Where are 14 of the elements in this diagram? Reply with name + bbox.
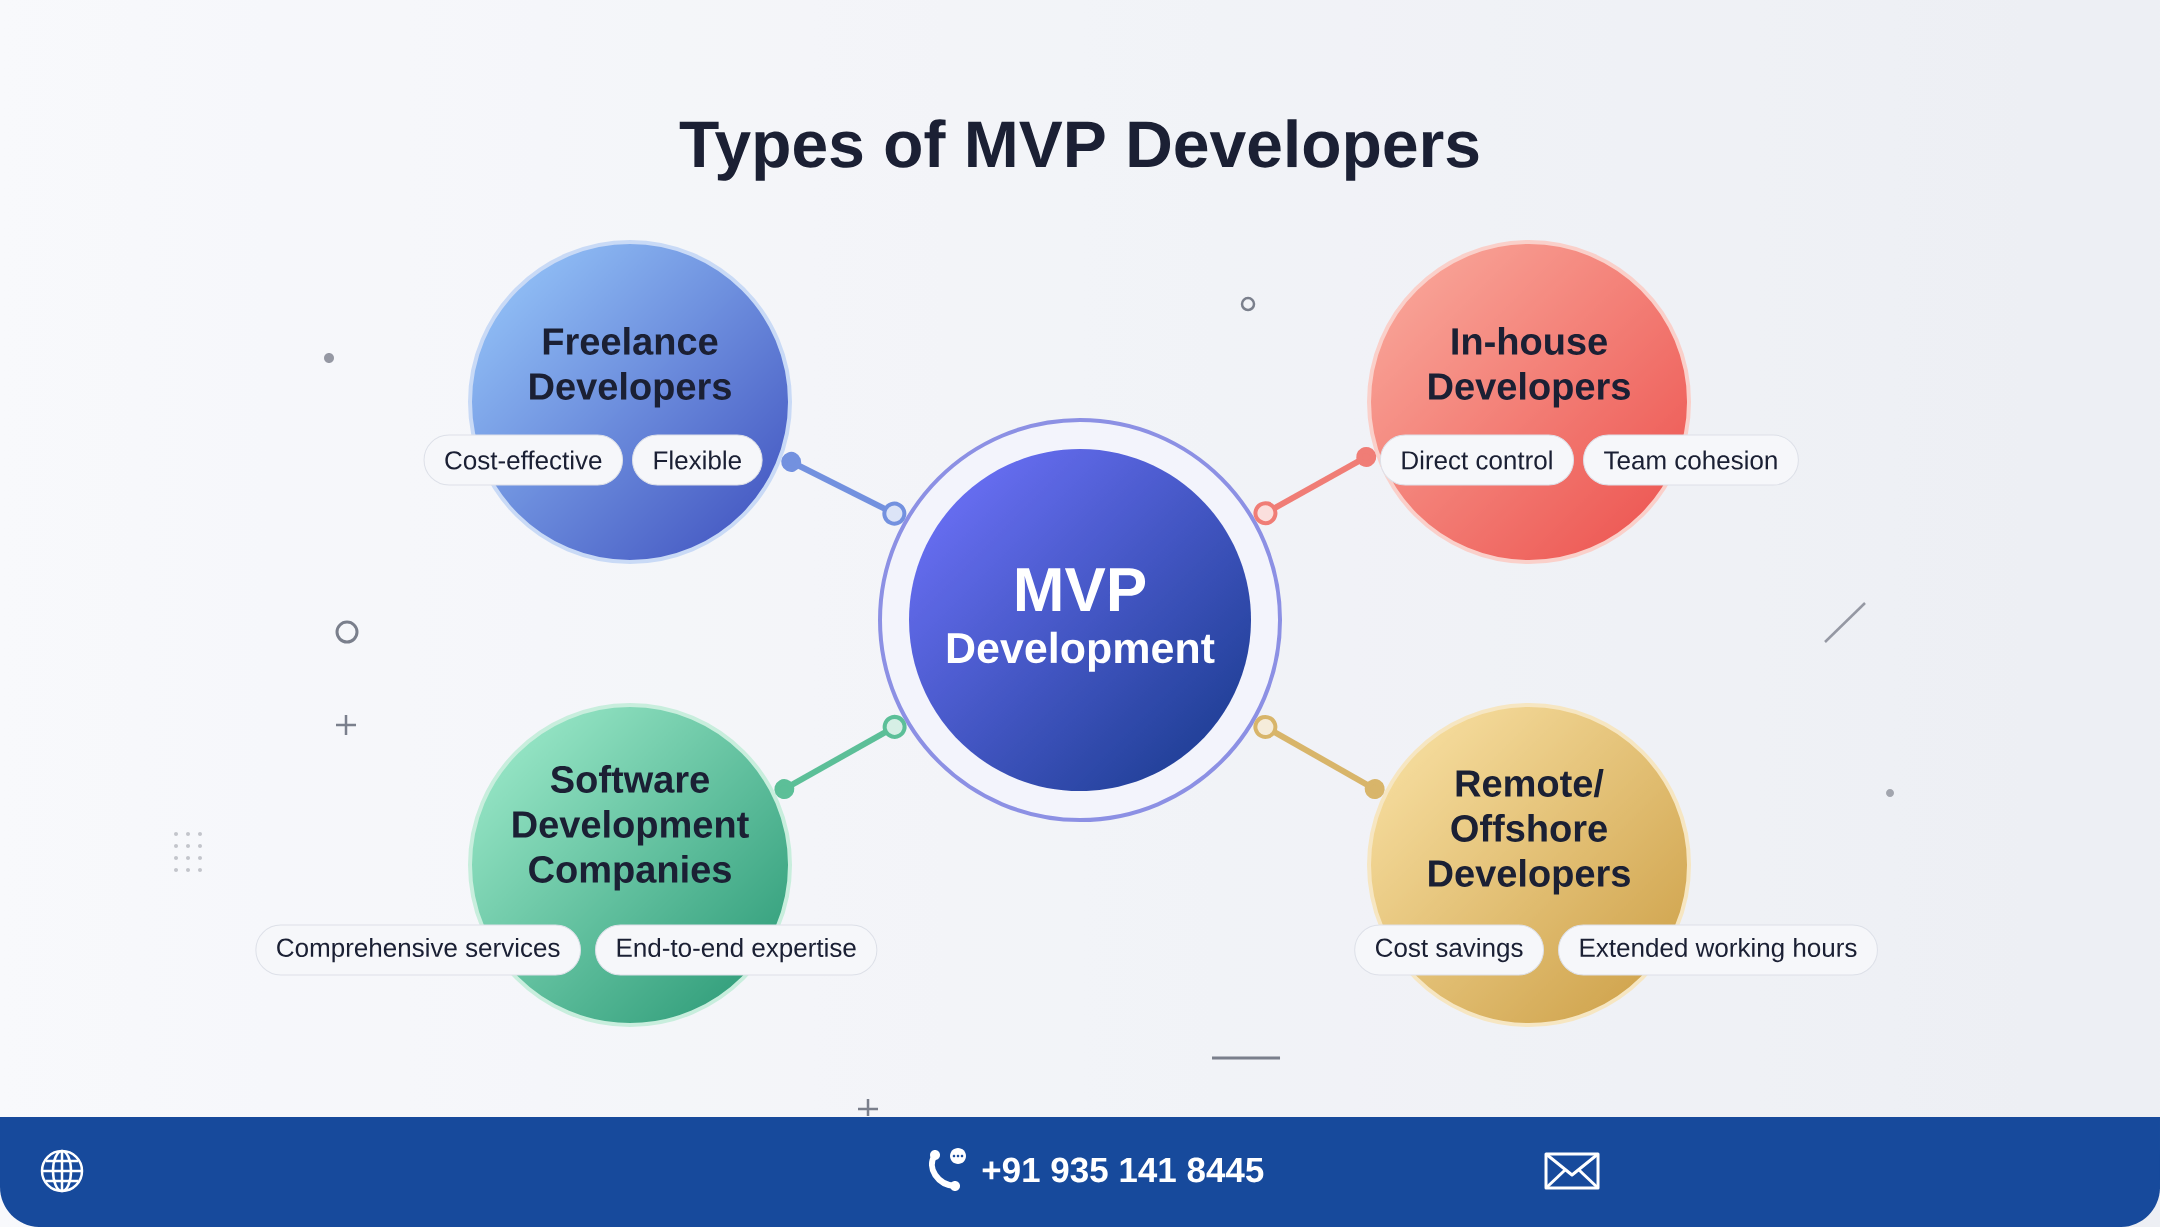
pill-tag: Direct control [1379, 434, 1574, 486]
connector [774, 714, 907, 800]
pill-tag: Team cohesion [1583, 434, 1799, 486]
pill-tag: Cost savings [1354, 924, 1544, 976]
pill-tag: Cost-effective [423, 434, 623, 486]
title: Types of MVP Developers [679, 119, 1479, 181]
pill-tag: Comprehensive services [255, 924, 581, 976]
pill-tag: Extended working hours [1558, 924, 1878, 976]
pill-tag: Flexible [632, 434, 763, 486]
connector [1253, 714, 1385, 800]
connector [1253, 446, 1377, 526]
connector [781, 451, 907, 526]
pill-tag: End-to-end expertise [595, 924, 878, 976]
phone-number: +91 935 141 8445 [982, 1157, 1264, 1183]
